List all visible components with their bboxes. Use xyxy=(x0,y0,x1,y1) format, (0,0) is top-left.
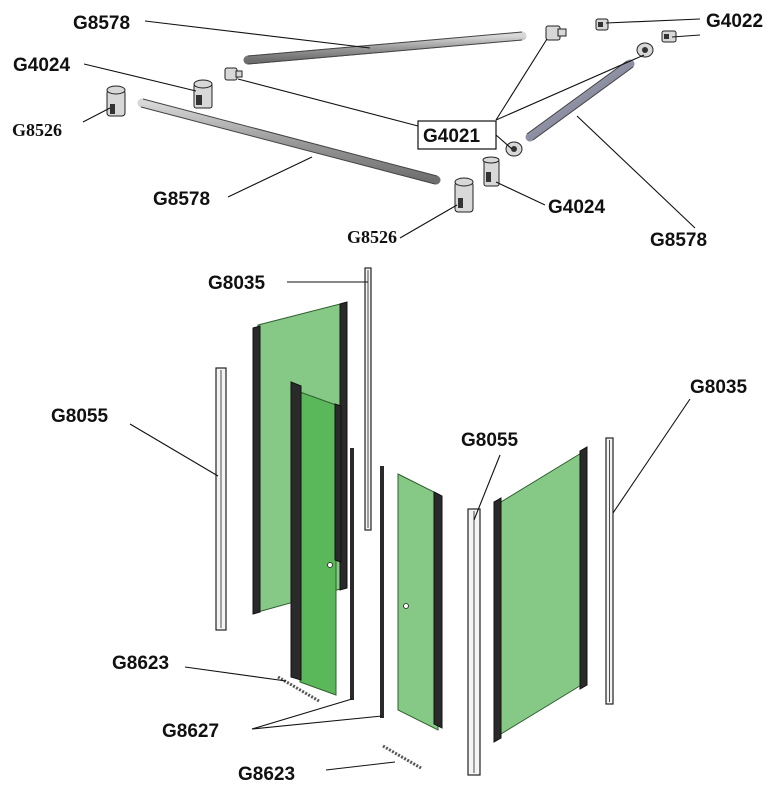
label-g8627: G8627 xyxy=(162,721,219,742)
label-g4024-left: G4024 xyxy=(13,55,70,76)
strip-g8627-right xyxy=(380,466,384,718)
profile-g8055-mid xyxy=(467,508,481,776)
leaders-top xyxy=(82,18,701,239)
label-g8035-top: G8035 xyxy=(208,273,265,294)
label-g8526-mid: G8526 xyxy=(347,227,397,247)
rod-left xyxy=(137,98,441,185)
label-g8055-left: G8055 xyxy=(51,406,108,427)
label-g8526-left: G8526 xyxy=(12,120,62,140)
label-g8055-mid: G8055 xyxy=(461,430,518,451)
fitting-g4024-right xyxy=(482,156,500,187)
label-g8578-right: G8578 xyxy=(650,230,707,251)
fitting-g4021-right xyxy=(636,42,654,58)
fitting-g8526-mid xyxy=(454,177,474,213)
label-g4022: G4022 xyxy=(706,11,763,32)
rod-top xyxy=(243,31,527,65)
label-g8578-left: G8578 xyxy=(153,189,210,210)
fitting-g4022-top xyxy=(595,18,609,31)
profile-g8035-right xyxy=(605,437,614,705)
label-g8623-bottom: G8623 xyxy=(238,764,295,785)
fitting-g4024-left xyxy=(193,79,213,109)
rod-right xyxy=(525,59,635,142)
label-box-g4021 xyxy=(417,120,497,150)
fitting-g8526-left xyxy=(106,85,126,117)
profile-g8035-top xyxy=(364,267,372,531)
panel-left-door xyxy=(290,381,342,696)
seal-g8623-bottom xyxy=(382,744,422,770)
leaders-bottom xyxy=(129,281,691,771)
fitting-g4021-mid xyxy=(505,141,523,157)
label-g4021: G4021 xyxy=(423,126,480,147)
label-g8035-right: G8035 xyxy=(690,377,747,398)
fitting-g4021-top xyxy=(545,25,567,41)
profile-g8055-left xyxy=(215,367,227,631)
label-g4024-right: G4024 xyxy=(548,197,605,218)
label-g8578-top: G8578 xyxy=(73,13,130,34)
strip-g8627-left xyxy=(350,448,354,700)
fitting-g4021-left xyxy=(224,67,243,81)
label-g8623-left: G8623 xyxy=(112,653,169,674)
panel-right-fixed xyxy=(493,446,588,743)
panel-right-door xyxy=(397,473,443,731)
